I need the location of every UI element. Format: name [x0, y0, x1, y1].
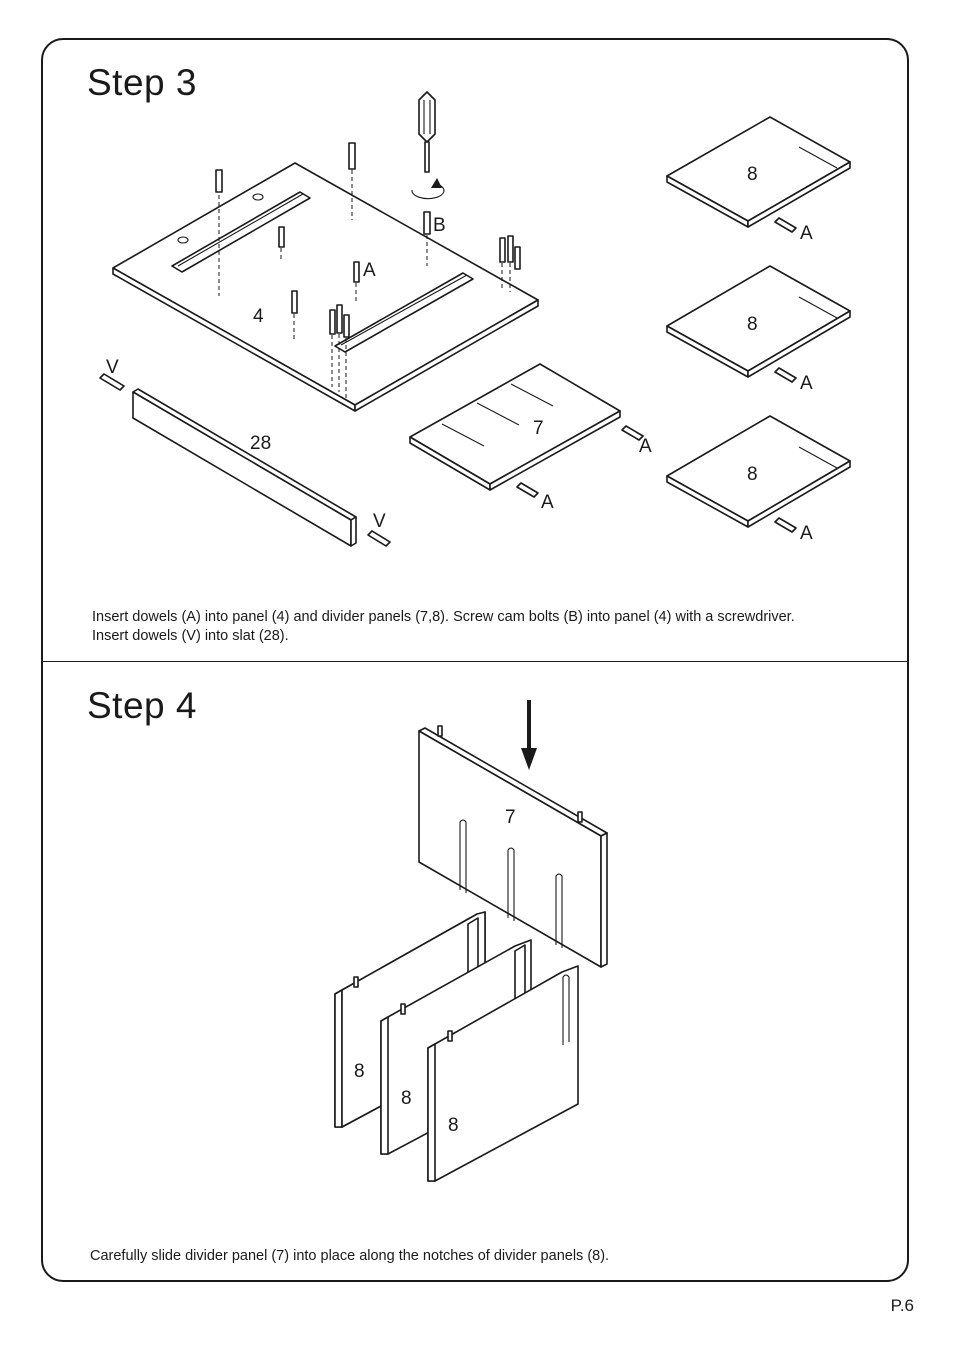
panel-8-label-3: 8 [747, 464, 758, 485]
panel-7-vertical: 7 [418, 725, 608, 968]
step4-title: Step 4 [87, 685, 197, 726]
dowel-a-label-p8-2: A [800, 373, 813, 394]
step3-caption: Insert dowels (A) into panel (4) and div… [92, 608, 795, 646]
step3-diagram: 4 A [99, 91, 851, 547]
panel-7-label: 7 [533, 418, 544, 439]
step4-panel-8-label-3: 8 [448, 1115, 459, 1136]
step3-caption-line1: Insert dowels (A) into panel (4) and div… [92, 609, 795, 625]
panel-8-label-2: 8 [747, 314, 758, 335]
panel-8-bottom: 8 A [666, 415, 851, 544]
step4-diagram: 7 8 8 8 [334, 700, 608, 1182]
step4-panel-8-label-1: 8 [354, 1061, 365, 1082]
dowel-a-label-p7-right: A [639, 436, 652, 457]
dowel-a-label-panel4: A [363, 260, 376, 281]
step4-panel-8-label-2: 8 [401, 1088, 412, 1109]
slat-28-label: 28 [250, 433, 271, 454]
panel-8-vertical-front: 8 [427, 965, 579, 1182]
panel-8-middle: 8 A [666, 265, 851, 394]
step4-panel-7-label: 7 [505, 807, 516, 828]
panel-8-label-1: 8 [747, 164, 758, 185]
step4-caption: Carefully slide divider panel (7) into p… [90, 1248, 610, 1264]
slat-28: 28 V V [99, 357, 391, 547]
page-frame [41, 38, 909, 1282]
dowel-a-label-p8-3: A [800, 523, 813, 544]
dowel-v-label-left: V [106, 357, 119, 378]
panel-8-top: 8 A [666, 116, 851, 244]
dowel-a-label-p8-1: A [800, 223, 813, 244]
panel-7: 7 A A [409, 363, 652, 513]
cam-bolt-b-label: B [433, 215, 446, 236]
dowel-v-label-right: V [373, 511, 386, 532]
dowel-a-label-p7-bottom: A [541, 492, 554, 513]
page-number: P.6 [890, 1296, 914, 1315]
panel-4: 4 A [112, 91, 539, 412]
step-divider [41, 661, 909, 662]
down-arrow-icon [521, 700, 537, 770]
panel-4-label: 4 [253, 306, 264, 327]
step3-caption-line2: Insert dowels (V) into slat (28). [92, 628, 289, 644]
screwdriver-icon [411, 91, 445, 200]
step3-title: Step 3 [87, 62, 197, 103]
